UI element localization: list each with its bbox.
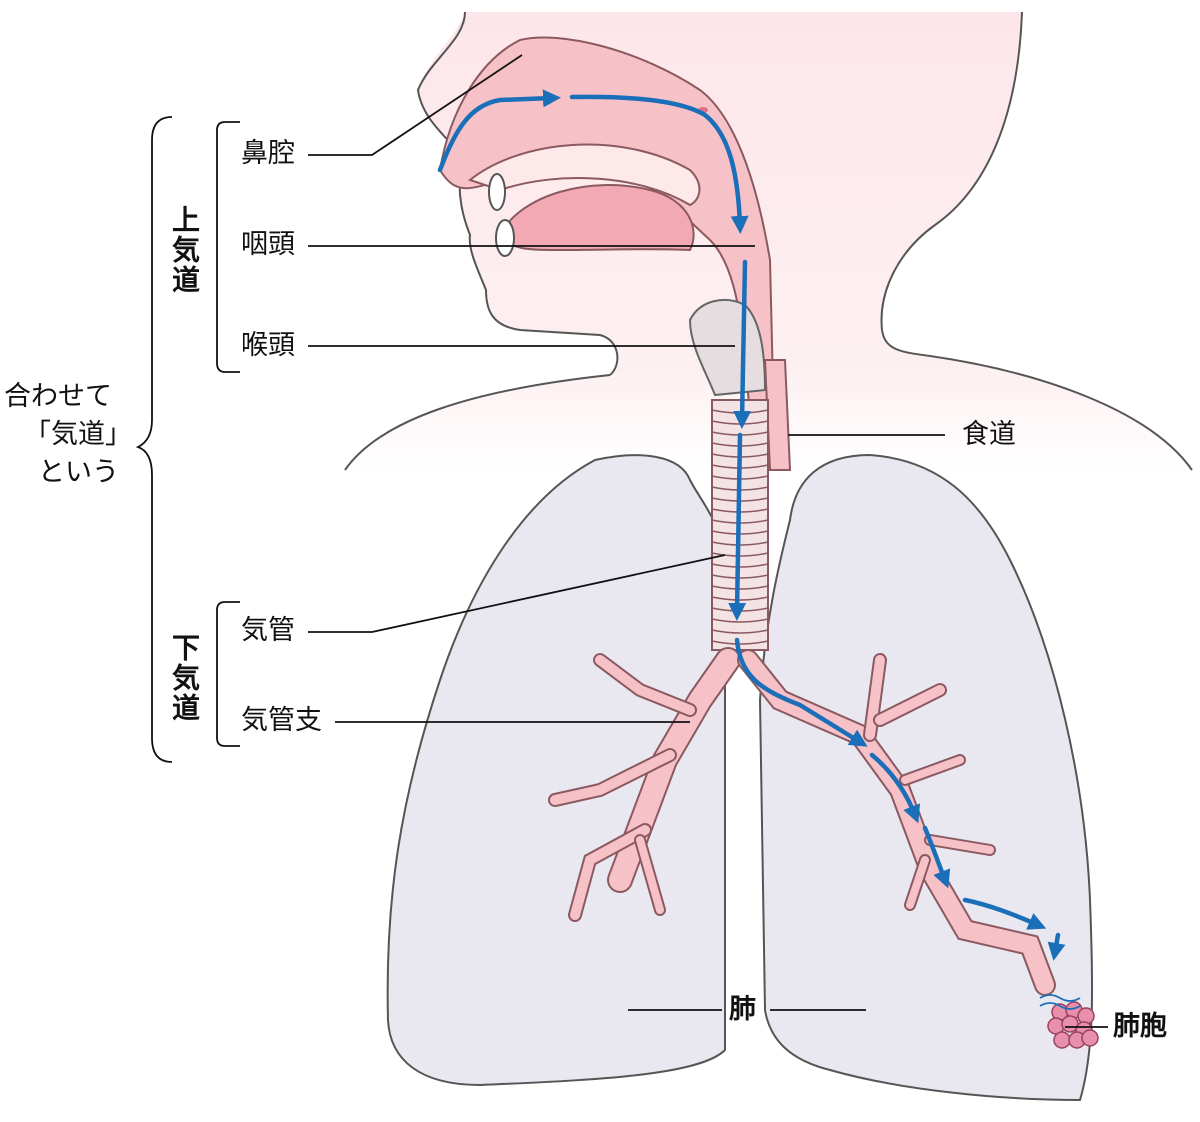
trachea-ring [711, 574, 769, 579]
hard-palate [467, 143, 701, 207]
alveoli-cluster [1047, 1001, 1099, 1049]
label-larynx: 喉頭 [241, 330, 295, 361]
label-lung: 肺 [729, 994, 756, 1025]
trachea-ring [711, 629, 769, 634]
upper-tooth [488, 173, 506, 211]
label-alveolus: 肺胞 [1113, 1011, 1167, 1042]
combined-line-2: 「気道」 [24, 419, 132, 450]
label-trachea: 気管 [241, 615, 295, 646]
label-combined-airway: 合わせて 「気道」 という [4, 378, 132, 492]
label-pharynx: 咽頭 [241, 229, 295, 260]
label-bronchus: 気管支 [241, 705, 322, 736]
bronchial-tree-left [548, 647, 741, 922]
shoulder-left [344, 374, 611, 471]
label-upper-airway: 上気道 [168, 205, 201, 295]
left-lung-shape [386, 454, 726, 1087]
trachea-ring [711, 618, 769, 623]
trachea-ring [711, 585, 769, 590]
alveolus-sac [1053, 1031, 1071, 1049]
combined-line-3: という [38, 457, 119, 488]
air-exchange-waves [1039, 994, 1081, 1010]
label-nasal-cavity: 鼻腔 [241, 138, 295, 169]
label-esophagus: 食道 [962, 419, 1016, 450]
airflow-arrows [437, 89, 1066, 961]
leader-lines [308, 54, 1108, 1028]
larynx-shape [688, 299, 767, 397]
trachea-ring [711, 640, 769, 645]
face-outline [416, 11, 619, 376]
combined-line-1: 合わせて [4, 381, 112, 412]
back-of-neck [880, 11, 1193, 471]
group-brackets [135, 116, 240, 763]
trachea-ring [711, 596, 769, 601]
label-lower-airway: 下気道 [168, 633, 201, 723]
alveolus-sac [1081, 1029, 1099, 1047]
bronchial-tree-right [737, 649, 1056, 996]
lower-tooth [495, 219, 515, 257]
